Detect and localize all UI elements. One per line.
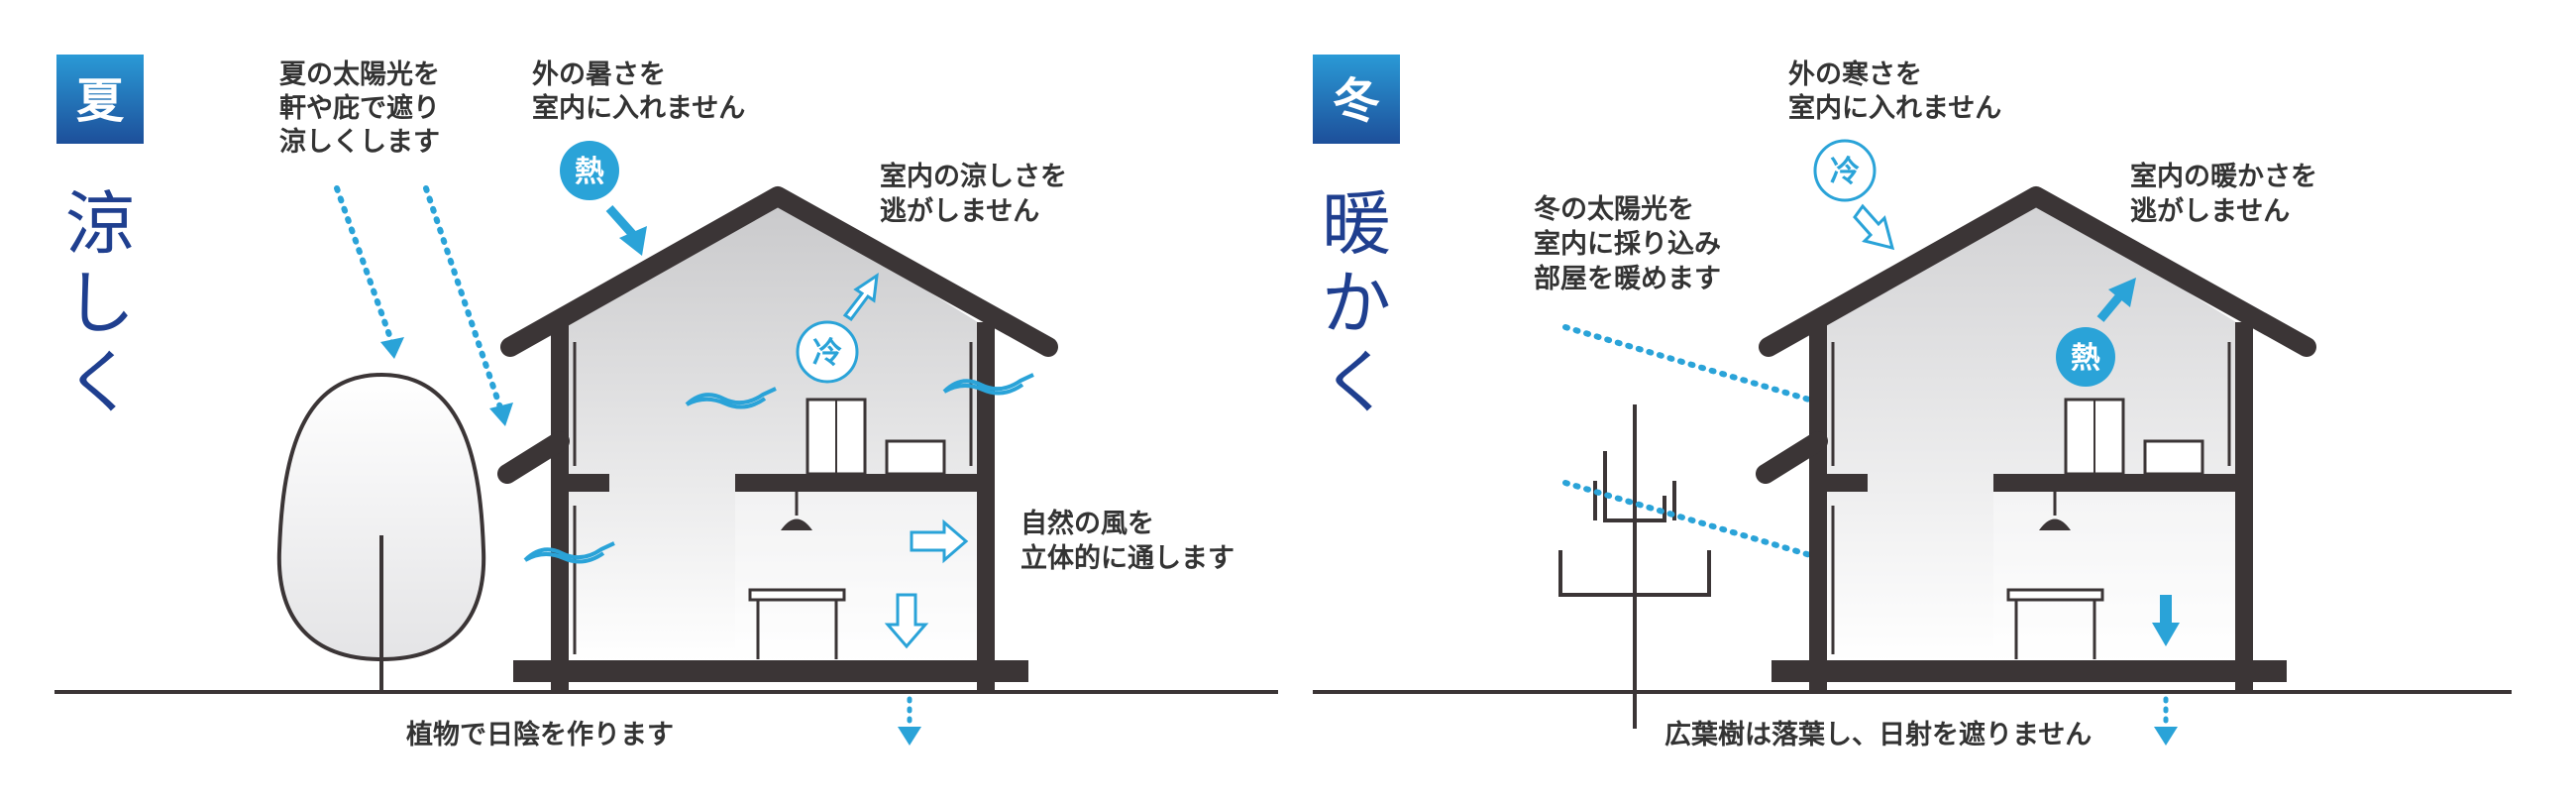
winter-heat-arrow xyxy=(2096,278,2136,322)
summer-ground-arrow xyxy=(898,727,921,746)
winter-badge-text: 冬 xyxy=(1333,73,1380,129)
summer-heat-badge-text: 熱 xyxy=(575,155,604,189)
summer-wind-arrow xyxy=(910,518,969,564)
winter-vertical-1: 暖 xyxy=(1322,183,1391,265)
winter-cold-note-1: 外の寒さを xyxy=(1788,58,1922,90)
summer-sun-note-3: 涼しくします xyxy=(279,127,440,158)
summer-down-arrow xyxy=(884,593,929,649)
summer-sun-note-2: 軒や庇で遮り xyxy=(279,92,440,124)
summer-cool-badge xyxy=(796,320,859,384)
summer-cool-note-1: 室内の涼しさを xyxy=(880,161,1067,192)
summer-tree xyxy=(276,372,486,694)
winter-heat-badge xyxy=(2056,327,2115,387)
summer-badge xyxy=(56,55,144,144)
summer-heat-note-1: 外の暑さを xyxy=(532,59,666,90)
winter-ground-arrow xyxy=(2154,727,2178,746)
summer-wind-note-2: 立体的に通します xyxy=(1020,542,1234,574)
summer-cool-note-2: 逃がしません xyxy=(880,195,1039,227)
winter-panel: 冬 暖 か く xyxy=(1313,55,2512,750)
winter-down-arrow xyxy=(2152,595,2180,646)
winter-cold-badge xyxy=(1813,139,1877,202)
winter-sun-note-2: 室内に採り込み xyxy=(1534,228,1721,260)
summer-sun-ray xyxy=(334,185,397,352)
summer-badge-text: 夏 xyxy=(76,73,125,129)
winter-sun-note-3: 部屋を暖めます xyxy=(1534,263,1721,294)
winter-warm-note-1: 室内の暖かさを xyxy=(2130,161,2317,192)
summer-vertical-1: 涼 xyxy=(65,183,135,265)
winter-vertical-3: く xyxy=(1322,342,1391,423)
summer-wind-wave xyxy=(685,387,777,409)
winter-cold-badge-text: 冷 xyxy=(1830,155,1860,189)
winter-sun-note-1: 冬の太陽光を xyxy=(1534,193,1694,225)
summer-wind-wave xyxy=(942,373,1034,396)
winter-warm-note-2: 逃がしません xyxy=(2130,195,2290,227)
summer-house xyxy=(497,186,1058,692)
winter-cold-arrow xyxy=(1853,203,1895,251)
winter-badge xyxy=(1313,55,1400,144)
summer-vertical-3: く xyxy=(65,342,135,423)
summer-sun-ray xyxy=(423,185,506,419)
winter-cold-note-2: 室内に入れません xyxy=(1788,92,2001,124)
summer-heat-note-2: 室内に入れません xyxy=(532,92,745,124)
winter-vertical-2: か xyxy=(1322,263,1391,344)
summer-vertical-2: し xyxy=(65,263,135,344)
summer-ground-note: 植物で日陰を作ります xyxy=(406,719,674,750)
summer-panel: 夏 涼 し く xyxy=(54,55,1278,750)
summer-heat-arrow xyxy=(605,205,647,256)
summer-wind-note-1: 自然の風を xyxy=(1020,508,1154,539)
summer-wind-wave xyxy=(523,541,615,564)
winter-heat-badge-text: 熱 xyxy=(2071,341,2100,376)
winter-house xyxy=(1756,186,2316,692)
winter-ground-note: 広葉樹は落葉し、日射を遮りません xyxy=(1664,719,2092,750)
summer-cool-arrow xyxy=(842,272,879,322)
summer-sun-note-1: 夏の太陽光を xyxy=(279,59,440,90)
winter-bare-tree xyxy=(1558,404,1711,729)
summer-heat-badge xyxy=(560,141,619,200)
summer-cool-badge-text: 冷 xyxy=(812,336,842,371)
